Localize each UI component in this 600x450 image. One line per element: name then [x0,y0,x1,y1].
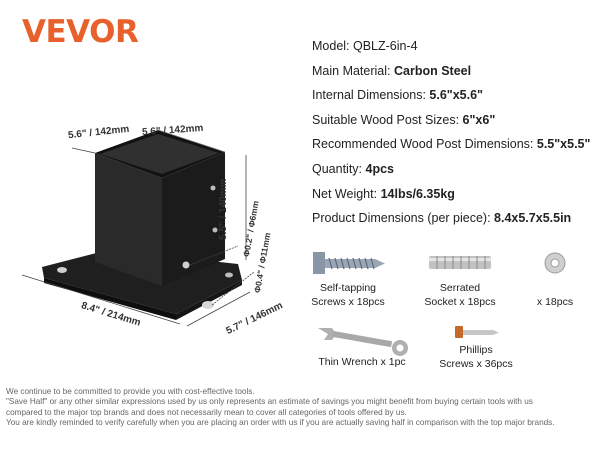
accessory-caption-line1: Serrated [439,282,481,294]
spec-label: Quantity: [312,161,366,176]
dim-line-base-length [21,274,181,325]
spec-value: 4pcs [365,161,395,176]
accessory-caption-line2: Socket x 18pcs [424,295,496,308]
base-hole-left [57,267,67,273]
spec-recommended-post: Recommended Wood Post Dimensions: 5.5"x5… [312,132,597,157]
brand-logo: VEVOR [22,14,139,50]
accessory-caption-line1: Phillips [459,344,493,356]
spec-label: Main Material: [312,63,394,78]
spec-value: 5.5"x5.5" [536,137,591,152]
spec-label: Internal Dimensions: [312,88,430,103]
spec-value: 6"x6" [462,112,496,127]
spec-value: 5.6"x5.6" [429,88,483,103]
post-base-drawing [21,129,255,327]
dim-line-base-width [186,291,251,327]
dim-leader-small-hole [189,245,239,266]
spec-list: Model: QBLZ-6in-4 Main Material: Carbon … [312,34,597,231]
accessory-screw: Self-tapping Screws x 18pcs [300,244,396,309]
spec-quantity: Quantity: 4pcs [312,157,597,182]
box-inner-wall [100,134,219,174]
spec-label: Suitable Wood Post Sizes: [312,112,463,127]
box-front-face [95,153,162,286]
product-illustration: 5.6" / 142mm 5.6" / 142mm 5.5" / 140mm Φ… [0,100,300,350]
accessory-caption-line1: Self-tapping [319,282,377,294]
spec-value: 14lbs/6.35kg [380,186,455,201]
accessory-caption-line2: x 18pcs [536,295,574,308]
base-plate-edge-front [44,278,176,320]
dim-height: 5.5" / 140mm [218,178,229,240]
spec-post-sizes: Suitable Wood Post Sizes: 6"x6" [312,108,597,133]
disclaimer: We continue to be committed to provide y… [6,387,596,429]
spec-model: Model: QBLZ-6in-4 [312,34,597,59]
washer-icon [544,252,566,274]
side-hole-upper [210,185,216,191]
spec-product-dimensions: Product Dimensions (per piece): 8.4x5.7x… [312,206,597,231]
spec-net-weight: Net Weight: 14lbs/6.35kg [312,182,597,207]
spec-label: Model: [312,39,353,53]
disclaimer-line: You are kindly reminded to verify carefu… [6,418,555,428]
spec-internal-dimensions: Internal Dimensions: 5.6"x5.6" [312,83,597,108]
dim-line-top-left [71,147,96,154]
base-plate-edge-side [176,280,242,320]
side-hole-middle [212,227,218,233]
accessory-caption-line2: Thin Wrench x 1pc [318,356,406,368]
spec-value: Carbon Steel [393,63,472,78]
accessory-socket: Serrated Socket x 18pcs [412,244,508,309]
accessory-caption-line2: Screws x 18pcs [311,295,385,308]
spec-material: Main Material: Carbon Steel [312,59,597,84]
disclaimer-line: "Save Half" or any other similar express… [6,397,533,407]
accessory-phillips-screw: Phillips Screws x 36pcs [428,322,524,371]
spec-value: QBLZ-6in-4 [353,39,418,53]
side-hole-small [182,261,190,269]
accessory-wrench: Thin Wrench x 1pc [306,322,418,370]
socket-icon [429,256,491,269]
disclaimer-line: We continue to be committed to provide y… [6,387,255,396]
base-hole-right [225,272,233,278]
phillips-screw-icon [455,326,499,338]
accessory-caption-line2: Screws x 36pcs [439,357,513,370]
wrench-icon [318,328,408,356]
spec-label: Product Dimensions (per piece): [312,211,495,226]
accessory-caption-line1 [527,282,583,296]
accessory-washer: x 18pcs [527,244,583,309]
spec-value: 8.4x5.7x5.5in [494,211,572,226]
spec-label: Recommended Wood Post Dimensions: [312,137,537,152]
box-side-face [162,152,225,286]
spec-label: Net Weight: [312,186,381,201]
base-hole-front [202,301,214,309]
screw-icon [313,252,385,274]
disclaimer-line: compared to the major top brands and doe… [6,407,407,417]
dim-line-top-right [157,129,226,153]
